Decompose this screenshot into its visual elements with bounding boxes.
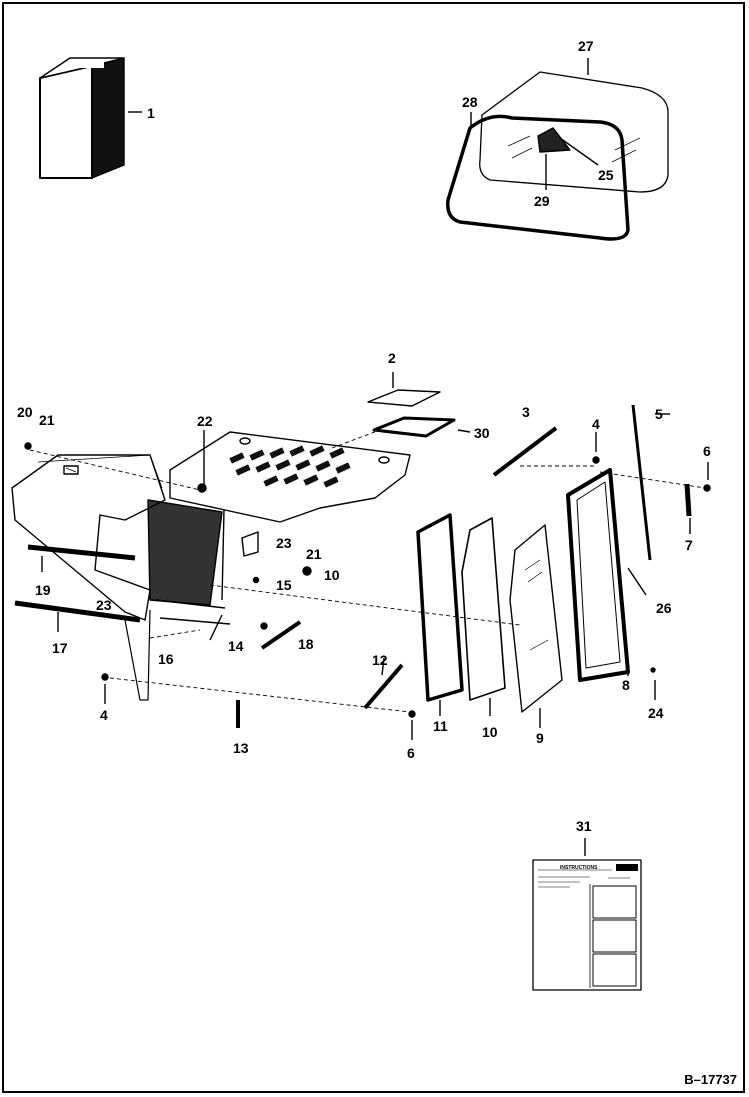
part-10-gasket-frame	[461, 517, 506, 716]
part-30-gasket	[372, 416, 471, 438]
part-9-glass	[509, 524, 563, 728]
callout-19: 19	[35, 582, 51, 598]
callout-25: 25	[598, 167, 614, 183]
part-31-instructions-decal	[532, 838, 642, 991]
callout-17: 17	[52, 640, 68, 656]
callout-20: 20	[17, 404, 33, 420]
callout-2: 2	[388, 350, 396, 366]
callout-6-right: 6	[703, 443, 711, 459]
part-23-side-window	[11, 454, 166, 621]
assembly-lines	[29, 429, 706, 713]
part-8-door	[566, 468, 647, 682]
callout-18: 18	[298, 636, 314, 652]
callout-22: 22	[197, 413, 213, 429]
callout-6-bottom: 6	[407, 745, 415, 761]
small-hardware	[24, 430, 711, 740]
decal-title: INSTRUCTIONS	[560, 865, 598, 871]
callout-28: 28	[462, 94, 478, 110]
callout-27: 27	[578, 38, 594, 54]
callout-29: 29	[534, 193, 550, 209]
part-27-28-window-assembly	[446, 58, 669, 241]
callout-26: 26	[656, 600, 672, 616]
part-5-rod	[631, 404, 670, 561]
callout-10: 10	[482, 724, 498, 740]
callout-14: 14	[228, 638, 244, 654]
callout-8: 8	[622, 677, 630, 693]
part-19-strip	[27, 544, 136, 572]
cab-body	[124, 431, 411, 701]
callout-15: 15	[276, 577, 292, 593]
callout-4-right: 4	[592, 416, 600, 432]
callout-9: 9	[536, 730, 544, 746]
callout-30: 30	[474, 425, 490, 441]
callout-16: 16	[158, 651, 174, 667]
callout-23-left: 23	[96, 597, 112, 613]
callout-3: 3	[522, 404, 530, 420]
part-11-door-frame	[416, 513, 464, 716]
callout-1: 1	[147, 105, 155, 121]
callout-12: 12	[372, 652, 388, 668]
callout-24: 24	[648, 705, 664, 721]
drawing-id: B–17737	[684, 1072, 737, 1087]
callout-21-left: 21	[39, 412, 55, 428]
callout-7: 7	[685, 537, 693, 553]
callout-10-hw: 10	[324, 567, 340, 583]
cab-roof-vents	[229, 445, 351, 488]
callout-11: 11	[433, 718, 448, 734]
callout-21-mid: 21	[306, 546, 322, 562]
callout-5: 5	[655, 406, 663, 422]
callout-4-left: 4	[100, 707, 108, 723]
part-17-strip	[14, 600, 141, 632]
callout-31: 31	[576, 818, 592, 834]
callout-13: 13	[233, 740, 249, 756]
part-1-box	[39, 57, 142, 179]
part-2-panel	[367, 372, 441, 407]
callout-23-mid: 23	[276, 535, 292, 551]
part-3-hinge	[492, 426, 558, 477]
